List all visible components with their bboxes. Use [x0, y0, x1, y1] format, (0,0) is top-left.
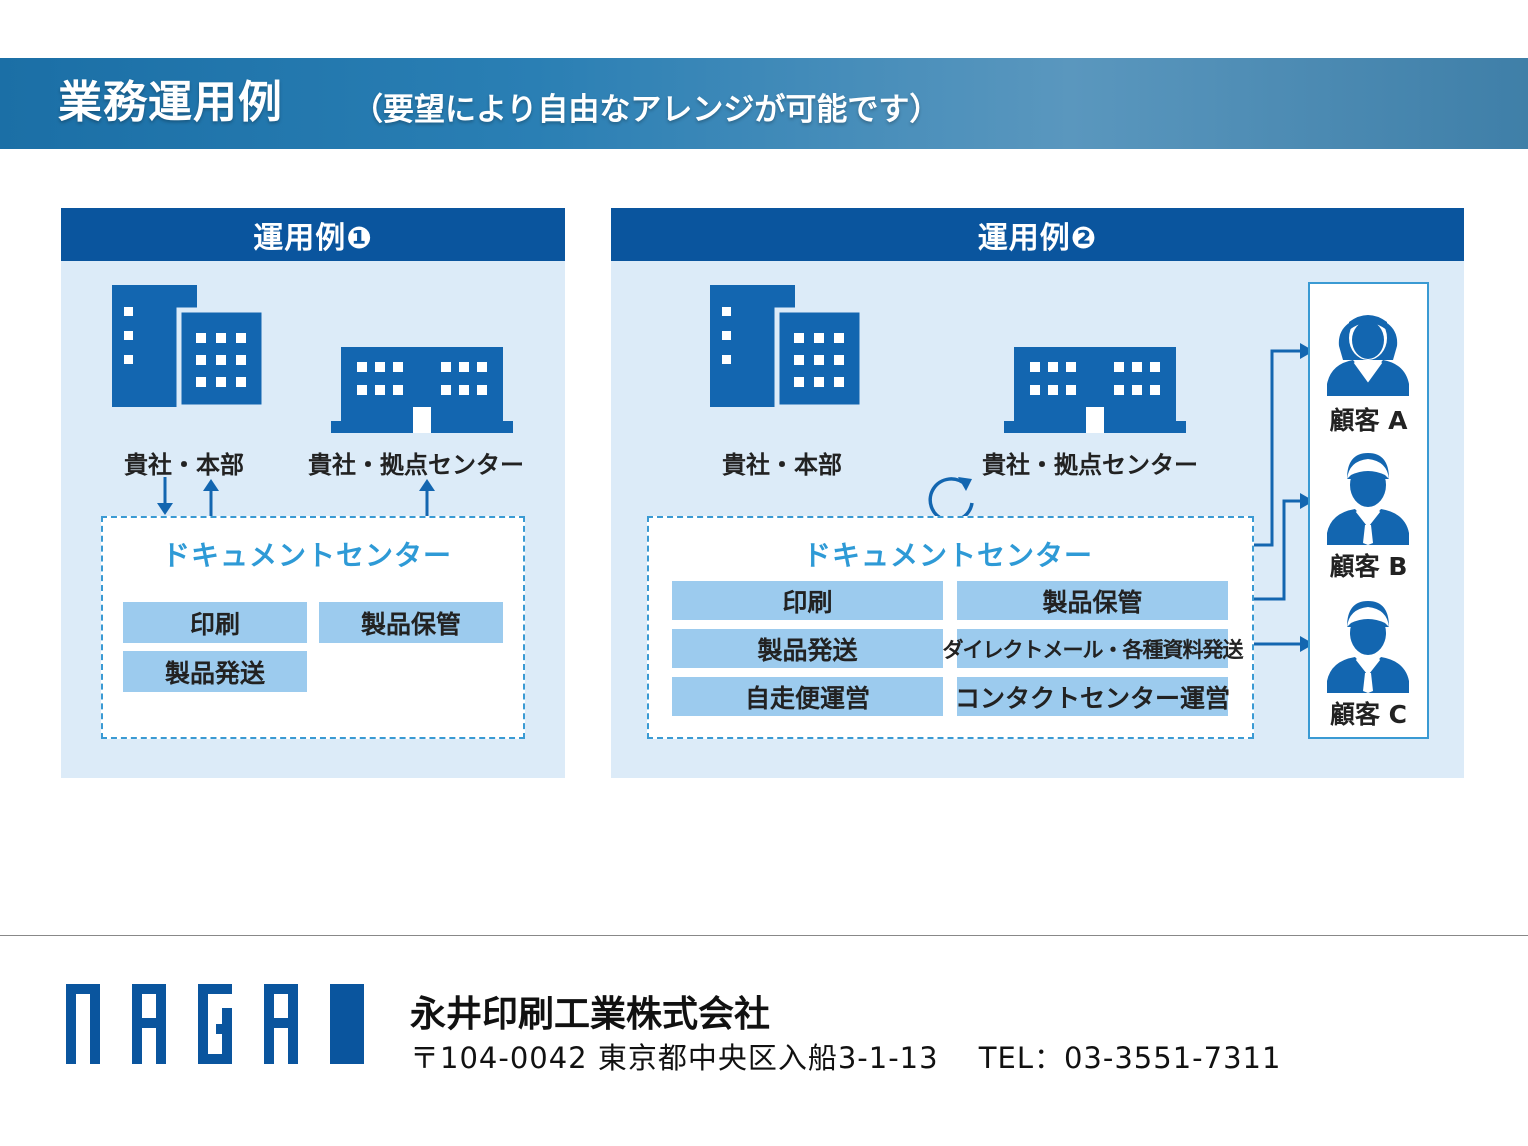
customer-b-label: 顧客 B	[1329, 552, 1408, 581]
arrow-up-icon	[419, 479, 435, 517]
footer-divider	[0, 935, 1528, 936]
example1-document-center-title: ドキュメントセンター	[162, 539, 453, 572]
company-address: 〒104-0042 東京都中央区入船3-1-13 TEL：03-3551-731…	[410, 1041, 1282, 1075]
example1-hq-label: 貴社・本部	[124, 451, 244, 479]
service-shipping: 製品発送	[672, 629, 943, 668]
service-contact-center: コンタクトセンター運営	[955, 677, 1230, 716]
company-name: 永井印刷工業株式会社	[410, 994, 771, 1035]
arrow-up-icon	[203, 479, 219, 517]
branch-center-building-icon	[331, 347, 513, 433]
arrow-down-icon	[157, 477, 173, 515]
customer-c-label: 顧客 C	[1329, 700, 1408, 729]
page-subtitle: （要望により自由なアレンジが可能です）	[352, 92, 941, 128]
service-storage: 製品保管	[319, 602, 503, 643]
example2-center-label: 貴社・拠点センター	[982, 451, 1198, 479]
male-customer-icon	[1327, 601, 1409, 693]
branch-center-building-icon	[1004, 347, 1186, 433]
service-print: 印刷	[672, 581, 943, 620]
service-print: 印刷	[123, 602, 307, 643]
customer-connector-arrows	[1254, 343, 1314, 652]
example2-document-center-title: ドキュメントセンター	[803, 539, 1094, 572]
nagai-logo	[66, 984, 364, 1064]
service-direct-mail: ダイレクトメール・各種資料発送	[943, 629, 1244, 668]
header-banner	[0, 58, 1528, 149]
customer-a-label: 顧客 A	[1329, 406, 1408, 435]
example1-title: 運用例❶	[61, 208, 565, 261]
headquarters-building-icon	[710, 285, 862, 407]
service-storage: 製品保管	[957, 581, 1228, 620]
headquarters-building-icon	[112, 285, 264, 407]
service-shipping: 製品発送	[123, 651, 307, 692]
service-delivery: 自走便運営	[672, 677, 943, 716]
example2-title: 運用例❷	[611, 208, 1464, 261]
example2-hq-label: 貴社・本部	[722, 451, 842, 479]
male-customer-icon	[1327, 453, 1409, 545]
page-title: 業務運用例	[58, 77, 283, 128]
example1-center-label: 貴社・拠点センター	[308, 451, 524, 479]
female-customer-icon	[1327, 315, 1409, 396]
